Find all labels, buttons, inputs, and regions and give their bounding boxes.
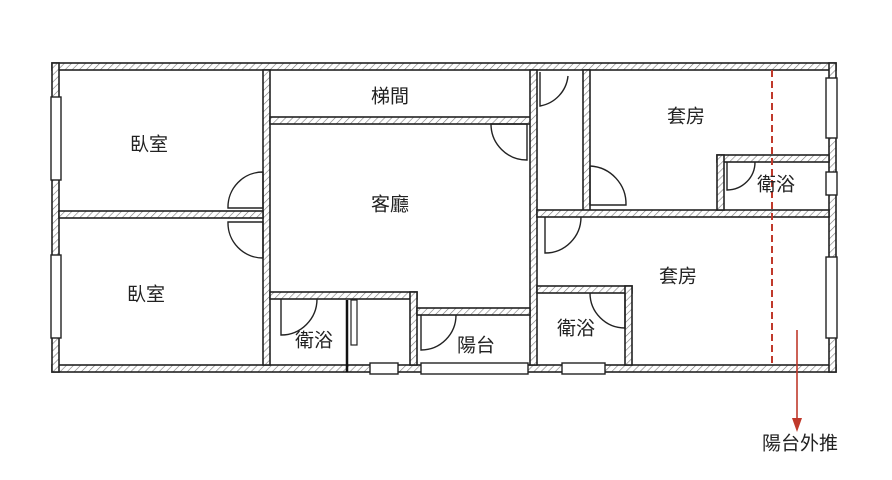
annotation-balcony-extension: 陽台外推 — [762, 433, 838, 455]
room-label-bathroom: 衛浴 — [557, 318, 595, 340]
walls — [51, 62, 837, 373]
doors — [227, 72, 756, 351]
room-label-suite: 套房 — [667, 106, 705, 128]
room-label-bedroom: 臥室 — [130, 134, 168, 156]
room-label-bedroom: 臥室 — [127, 284, 165, 306]
room-label-suite: 套房 — [659, 266, 697, 288]
room-label-stairwell: 梯間 — [371, 86, 409, 108]
room-label-bathroom: 衛浴 — [295, 330, 333, 352]
room-label-bathroom: 衛浴 — [757, 174, 795, 196]
arrow-down-icon — [792, 418, 802, 432]
room-label-balcony: 陽台 — [457, 335, 495, 357]
balcony-extension-marker — [771, 70, 802, 432]
room-labels: 臥室 臥室 梯間 客廳 套房 衛浴 套房 衛浴 陽台 衛浴 陽台外推 — [127, 86, 838, 455]
room-label-living-room: 客廳 — [371, 194, 409, 216]
windows — [50, 77, 838, 375]
partition — [345, 299, 358, 372]
